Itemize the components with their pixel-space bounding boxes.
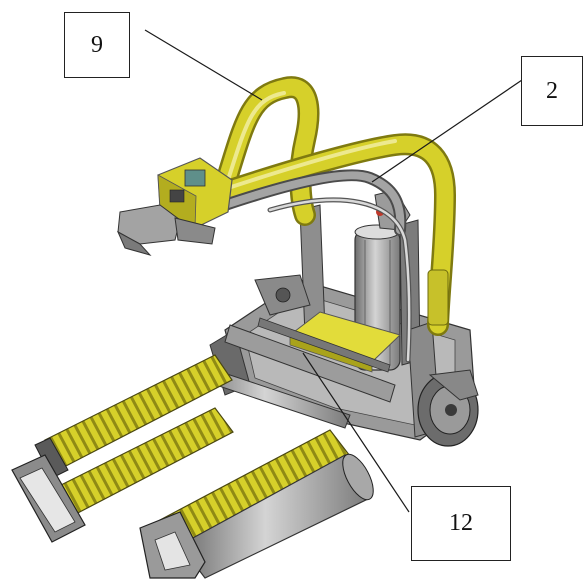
- leader-lines: [144, 29, 523, 513]
- callout-label-12: 12: [449, 510, 473, 536]
- left-rear-bracket: [254, 274, 311, 316]
- left-roller-end-frame: [11, 454, 86, 543]
- cut-and-hold-gripper: [116, 204, 216, 256]
- callout-12: 12: [411, 486, 511, 561]
- grey-inner-arm: [219, 169, 412, 363]
- leader-line-9: [144, 29, 263, 101]
- leader-line-12: [302, 352, 410, 513]
- right-roller-end-frame: [139, 511, 206, 579]
- leader-line-2: [371, 79, 523, 183]
- callout-label-2: 2: [546, 77, 558, 104]
- callout-label-9: 9: [91, 31, 103, 58]
- right-wheel-assembly: [417, 369, 479, 447]
- callout-9: 9: [64, 12, 130, 78]
- callout-2: 2: [521, 56, 583, 126]
